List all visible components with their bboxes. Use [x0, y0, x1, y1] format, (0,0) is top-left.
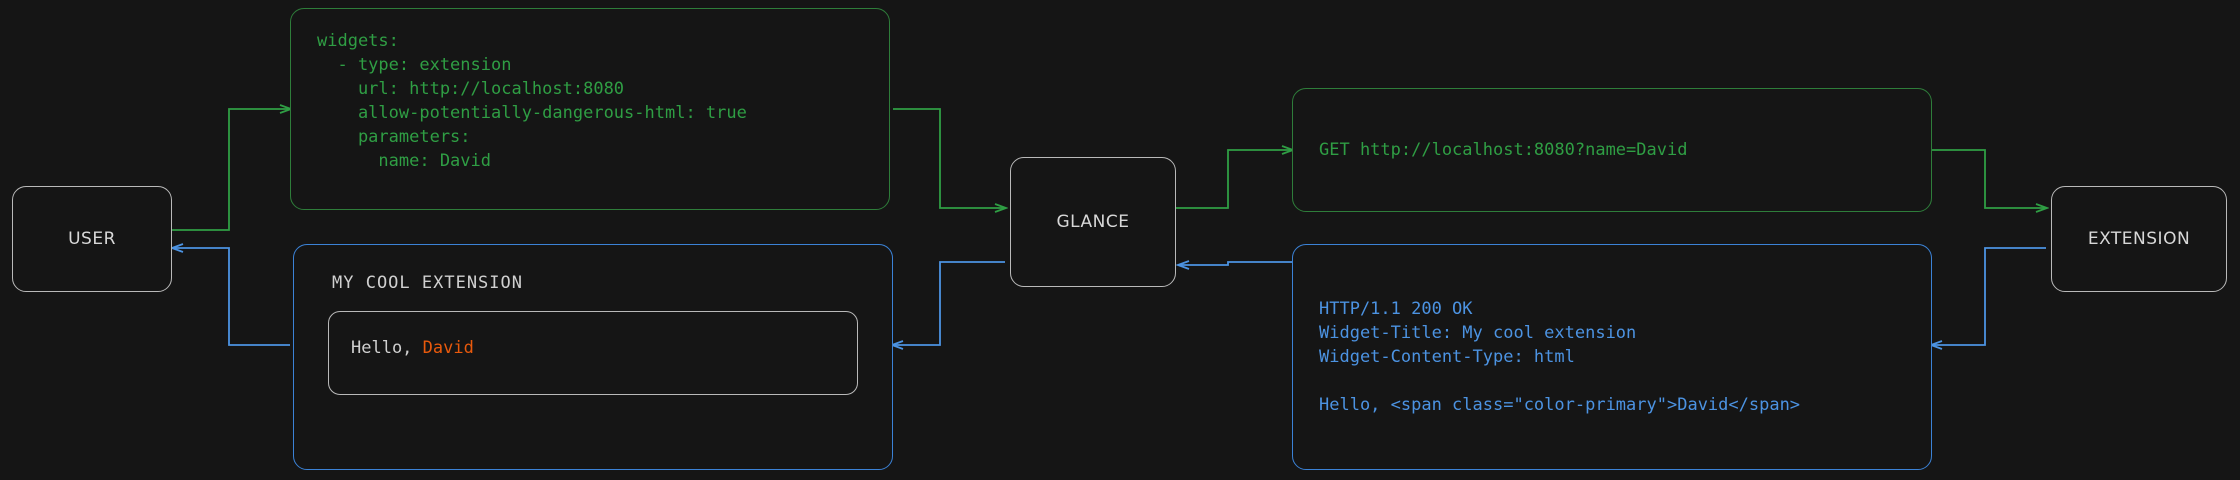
connector-glance-to-request: [1176, 150, 1292, 209]
config-yaml-text: widgets: - type: extension url: http://l…: [317, 31, 747, 171]
http-request-box: GET http://localhost:8080?name=David: [1292, 88, 1932, 212]
rendered-widget-content: Hello, David: [328, 311, 858, 395]
config-yaml-box: widgets: - type: extension url: http://l…: [290, 8, 890, 210]
http-request-text: GET http://localhost:8080?name=David: [1319, 140, 1688, 160]
rendered-widget-greeting: Hello, David: [351, 338, 835, 358]
node-user[interactable]: USER: [12, 186, 172, 292]
connector-user-to-config: [171, 109, 290, 231]
node-glance-label: GLANCE: [1056, 212, 1130, 232]
connector-response-to-glance: [1179, 262, 1292, 265]
connector-request-to-extension: [1930, 149, 2046, 208]
node-user-label: USER: [68, 229, 116, 249]
greeting-prefix: Hello,: [351, 338, 423, 358]
connector-widget-to-user: [173, 248, 290, 346]
node-glance[interactable]: GLANCE: [1010, 157, 1176, 287]
http-response-text: HTTP/1.1 200 OK Widget-Title: My cool ex…: [1319, 299, 1801, 415]
connector-glance-to-widget: [893, 261, 1005, 345]
rendered-widget-box: MY COOL EXTENSION Hello, David: [293, 244, 893, 470]
greeting-name: David: [422, 338, 474, 358]
http-response-box: HTTP/1.1 200 OK Widget-Title: My cool ex…: [1292, 244, 1932, 470]
rendered-widget-title: MY COOL EXTENSION: [332, 273, 523, 293]
node-extension-label: EXTENSION: [2087, 229, 2191, 249]
node-extension[interactable]: EXTENSION: [2051, 186, 2227, 292]
connector-config-to-glance: [893, 108, 1005, 208]
connector-extension-to-response: [1932, 247, 2046, 345]
